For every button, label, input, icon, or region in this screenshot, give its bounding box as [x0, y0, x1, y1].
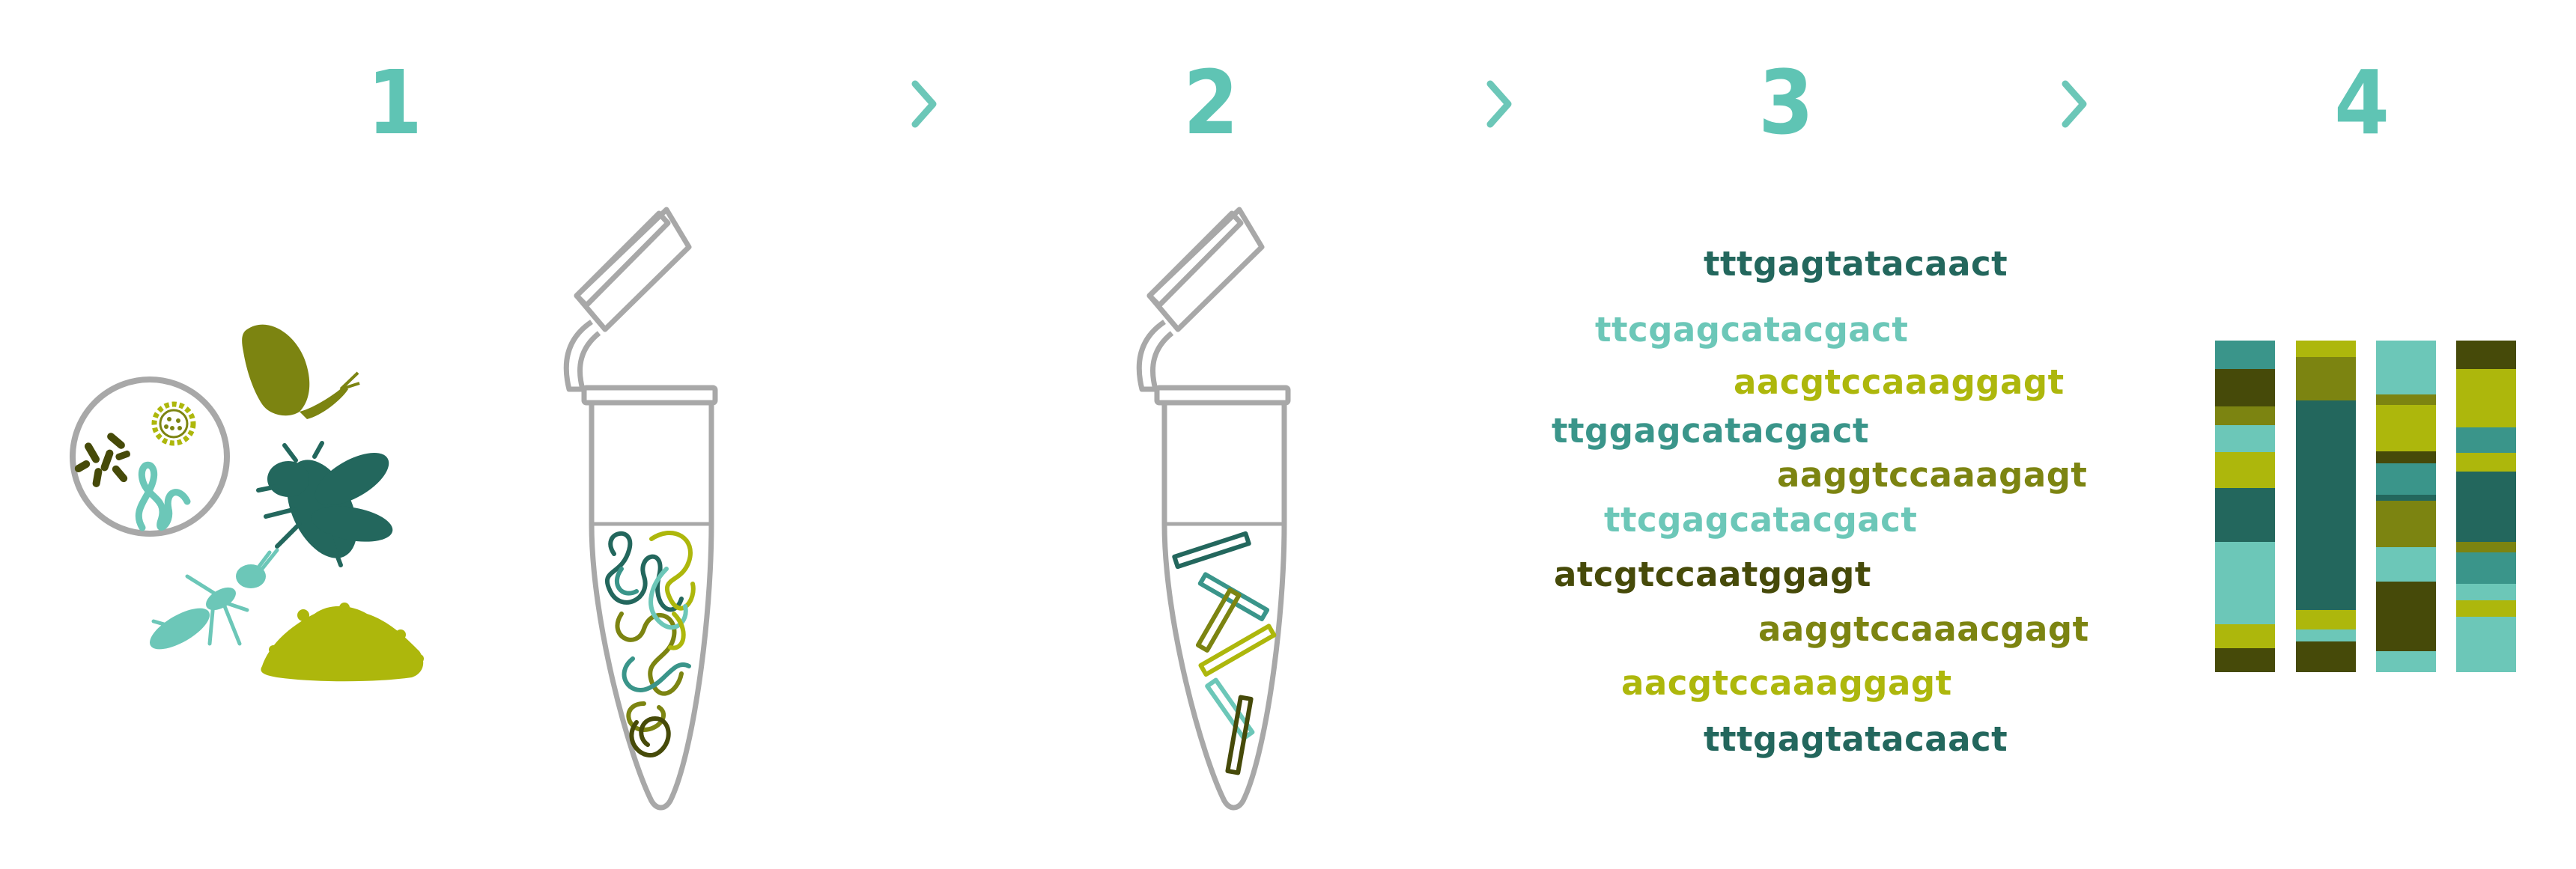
sample-tube-2	[1136, 207, 1291, 811]
soil-pile-icon	[261, 603, 424, 682]
sequence-read: ttcgagcatacgact	[1604, 500, 1918, 540]
composition-bar-4	[2456, 341, 2516, 672]
sequence-read: tttgagtatacaact	[1704, 719, 2008, 759]
step-number-1: 1	[367, 51, 422, 154]
sequence-read: aaggtccaaagagt	[1777, 455, 2088, 495]
composition-bar-2	[2296, 341, 2356, 672]
sequence-read: tttgagtatacaact	[1704, 244, 2008, 284]
butterfly-icon	[242, 324, 360, 419]
step-number-4: 4	[2334, 51, 2390, 154]
composition-bar-1	[2215, 341, 2275, 672]
step-number-3: 3	[1758, 51, 1814, 154]
sequence-read: atcgtccaatggagt	[1554, 555, 1871, 594]
microbe-circle-icon	[70, 376, 230, 537]
chevron-right-icon	[911, 80, 937, 128]
composition-bar-3	[2376, 341, 2436, 672]
sample-tube-1	[563, 207, 718, 811]
fly-icon	[256, 441, 393, 567]
sequence-read: aacgtccaaaggagt	[1621, 663, 1952, 703]
step-number-2: 2	[1183, 51, 1239, 154]
chevron-right-icon	[1486, 80, 1512, 128]
sequence-read: ttcgagcatacgact	[1595, 310, 1909, 350]
chevron-right-icon	[2062, 80, 2087, 128]
sequence-read: aaggtccaaacgagt	[1758, 609, 2089, 649]
ant-icon	[150, 548, 279, 650]
sequence-read: ttggagcatacgact	[1552, 411, 1869, 451]
sequence-read: aacgtccaaaggagt	[1734, 362, 2065, 402]
